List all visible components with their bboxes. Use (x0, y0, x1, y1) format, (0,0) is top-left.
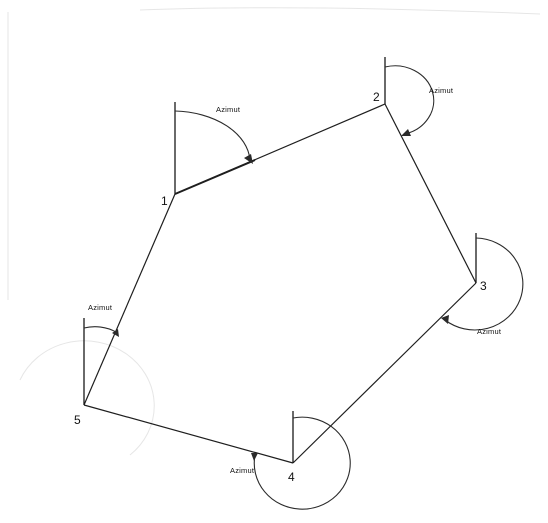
azimuth-arrow-5 (112, 329, 119, 337)
faint-background-traces (7, 7, 541, 456)
vertex-1-azimuth: Azimut 1 (161, 102, 253, 208)
traverse-polygon (83, 103, 477, 464)
vertex-label-5: 5 (74, 413, 81, 427)
edge-3-4 (292, 282, 477, 464)
azimuth-arrow-2 (401, 129, 411, 136)
azimuth-arc-3 (444, 237, 524, 331)
edge-5-1 (83, 193, 176, 406)
vertex-label-3: 3 (480, 279, 487, 293)
azimuth-arc-5 (83, 326, 117, 333)
vertex-label-2: 2 (373, 90, 380, 104)
azimuth-arc-1 (174, 110, 251, 161)
azimuth-arc-4 (253, 416, 351, 510)
azimuth-arrow-3 (441, 315, 449, 324)
azimuth-arrow-1 (244, 154, 253, 164)
edge-1-2-thick (174, 159, 256, 195)
vertex-2-azimuth: Azimut 2 (373, 57, 454, 136)
azimuth-label-3: Azimut (477, 327, 502, 336)
vertex-label-4: 4 (288, 470, 295, 484)
vertex-4-azimuth: Azimut 4 (230, 411, 351, 510)
azimuth-arc-2 (384, 65, 435, 135)
azimuth-label-2: Azimut (429, 86, 454, 95)
azimuth-arrow-4 (251, 453, 258, 461)
edge-4-5 (83, 404, 294, 464)
azimuth-label-4: Azimut (230, 466, 255, 475)
vertex-label-1: 1 (161, 194, 168, 208)
vertex-3-azimuth: Azimut 3 (441, 233, 524, 336)
azimuth-label-5: Azimut (88, 303, 113, 312)
azimuth-label-1: Azimut (216, 105, 241, 114)
edge-2-3 (384, 103, 477, 284)
vertex-5-azimuth: Azimut 5 (74, 303, 119, 427)
